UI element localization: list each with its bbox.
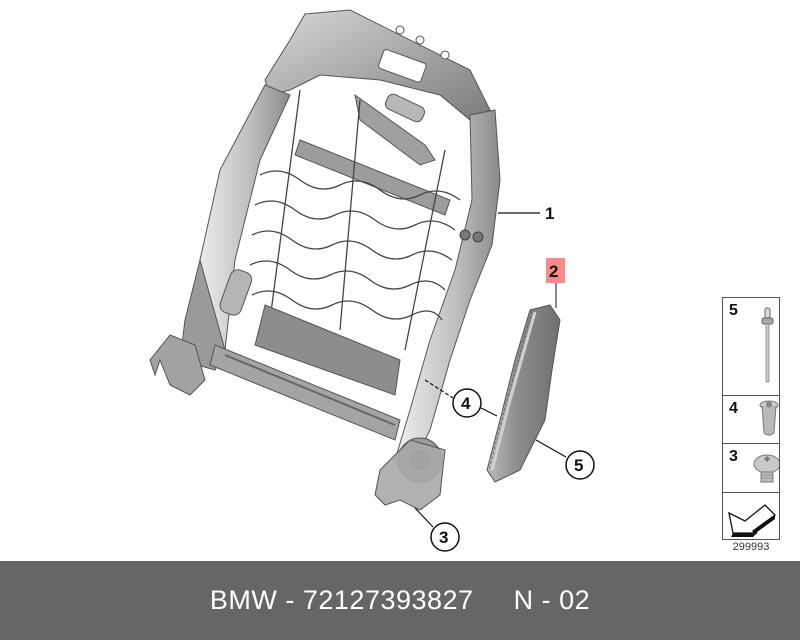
callout-1: 1 [498,204,554,223]
legend-cell-rivet: 5 [723,298,779,396]
legend-cell-screw: 3 [723,444,779,493]
callout-2: 2 [546,258,565,308]
callout-4: 4 [424,379,498,418]
blind-rivet-icon [761,307,774,383]
rivet-nut-icon [759,400,779,436]
svg-text:2: 2 [549,262,558,281]
footer-gap [474,585,514,616]
footer-brand: BMW [209,585,278,615]
torx-screw-icon [753,454,779,483]
callout-3: 3 [414,507,460,552]
legend-cell-arrow [723,493,779,539]
direction-arrow-icon [728,504,776,537]
side-airbag [486,304,561,483]
seat-backrest-frame-diagram: 1 2 4 5 3 [149,9,595,552]
footer-caption: BMW - 72127393827 N - 02 [0,561,800,640]
backrest-frame [149,9,501,511]
legend-number: 4 [729,400,738,417]
footer-position: N - 02 [513,585,591,615]
svg-text:1: 1 [545,204,554,223]
svg-text:3: 3 [439,528,448,547]
parts-legend-panel: 5 4 3 [722,297,780,540]
footer-part-number: 72127393827 [302,585,474,615]
svg-text:5: 5 [574,456,583,475]
legend-number: 3 [729,448,738,465]
footer-separator: - [277,585,303,615]
footer-bar: BMW - 72127393827 N - 02 [0,561,800,640]
legend-number: 5 [729,302,738,319]
diagram-code: 299993 [732,541,770,553]
callout-5: 5 [535,439,595,480]
legend-cell-rivet-nut: 4 [723,396,779,444]
svg-text:4: 4 [461,394,471,413]
